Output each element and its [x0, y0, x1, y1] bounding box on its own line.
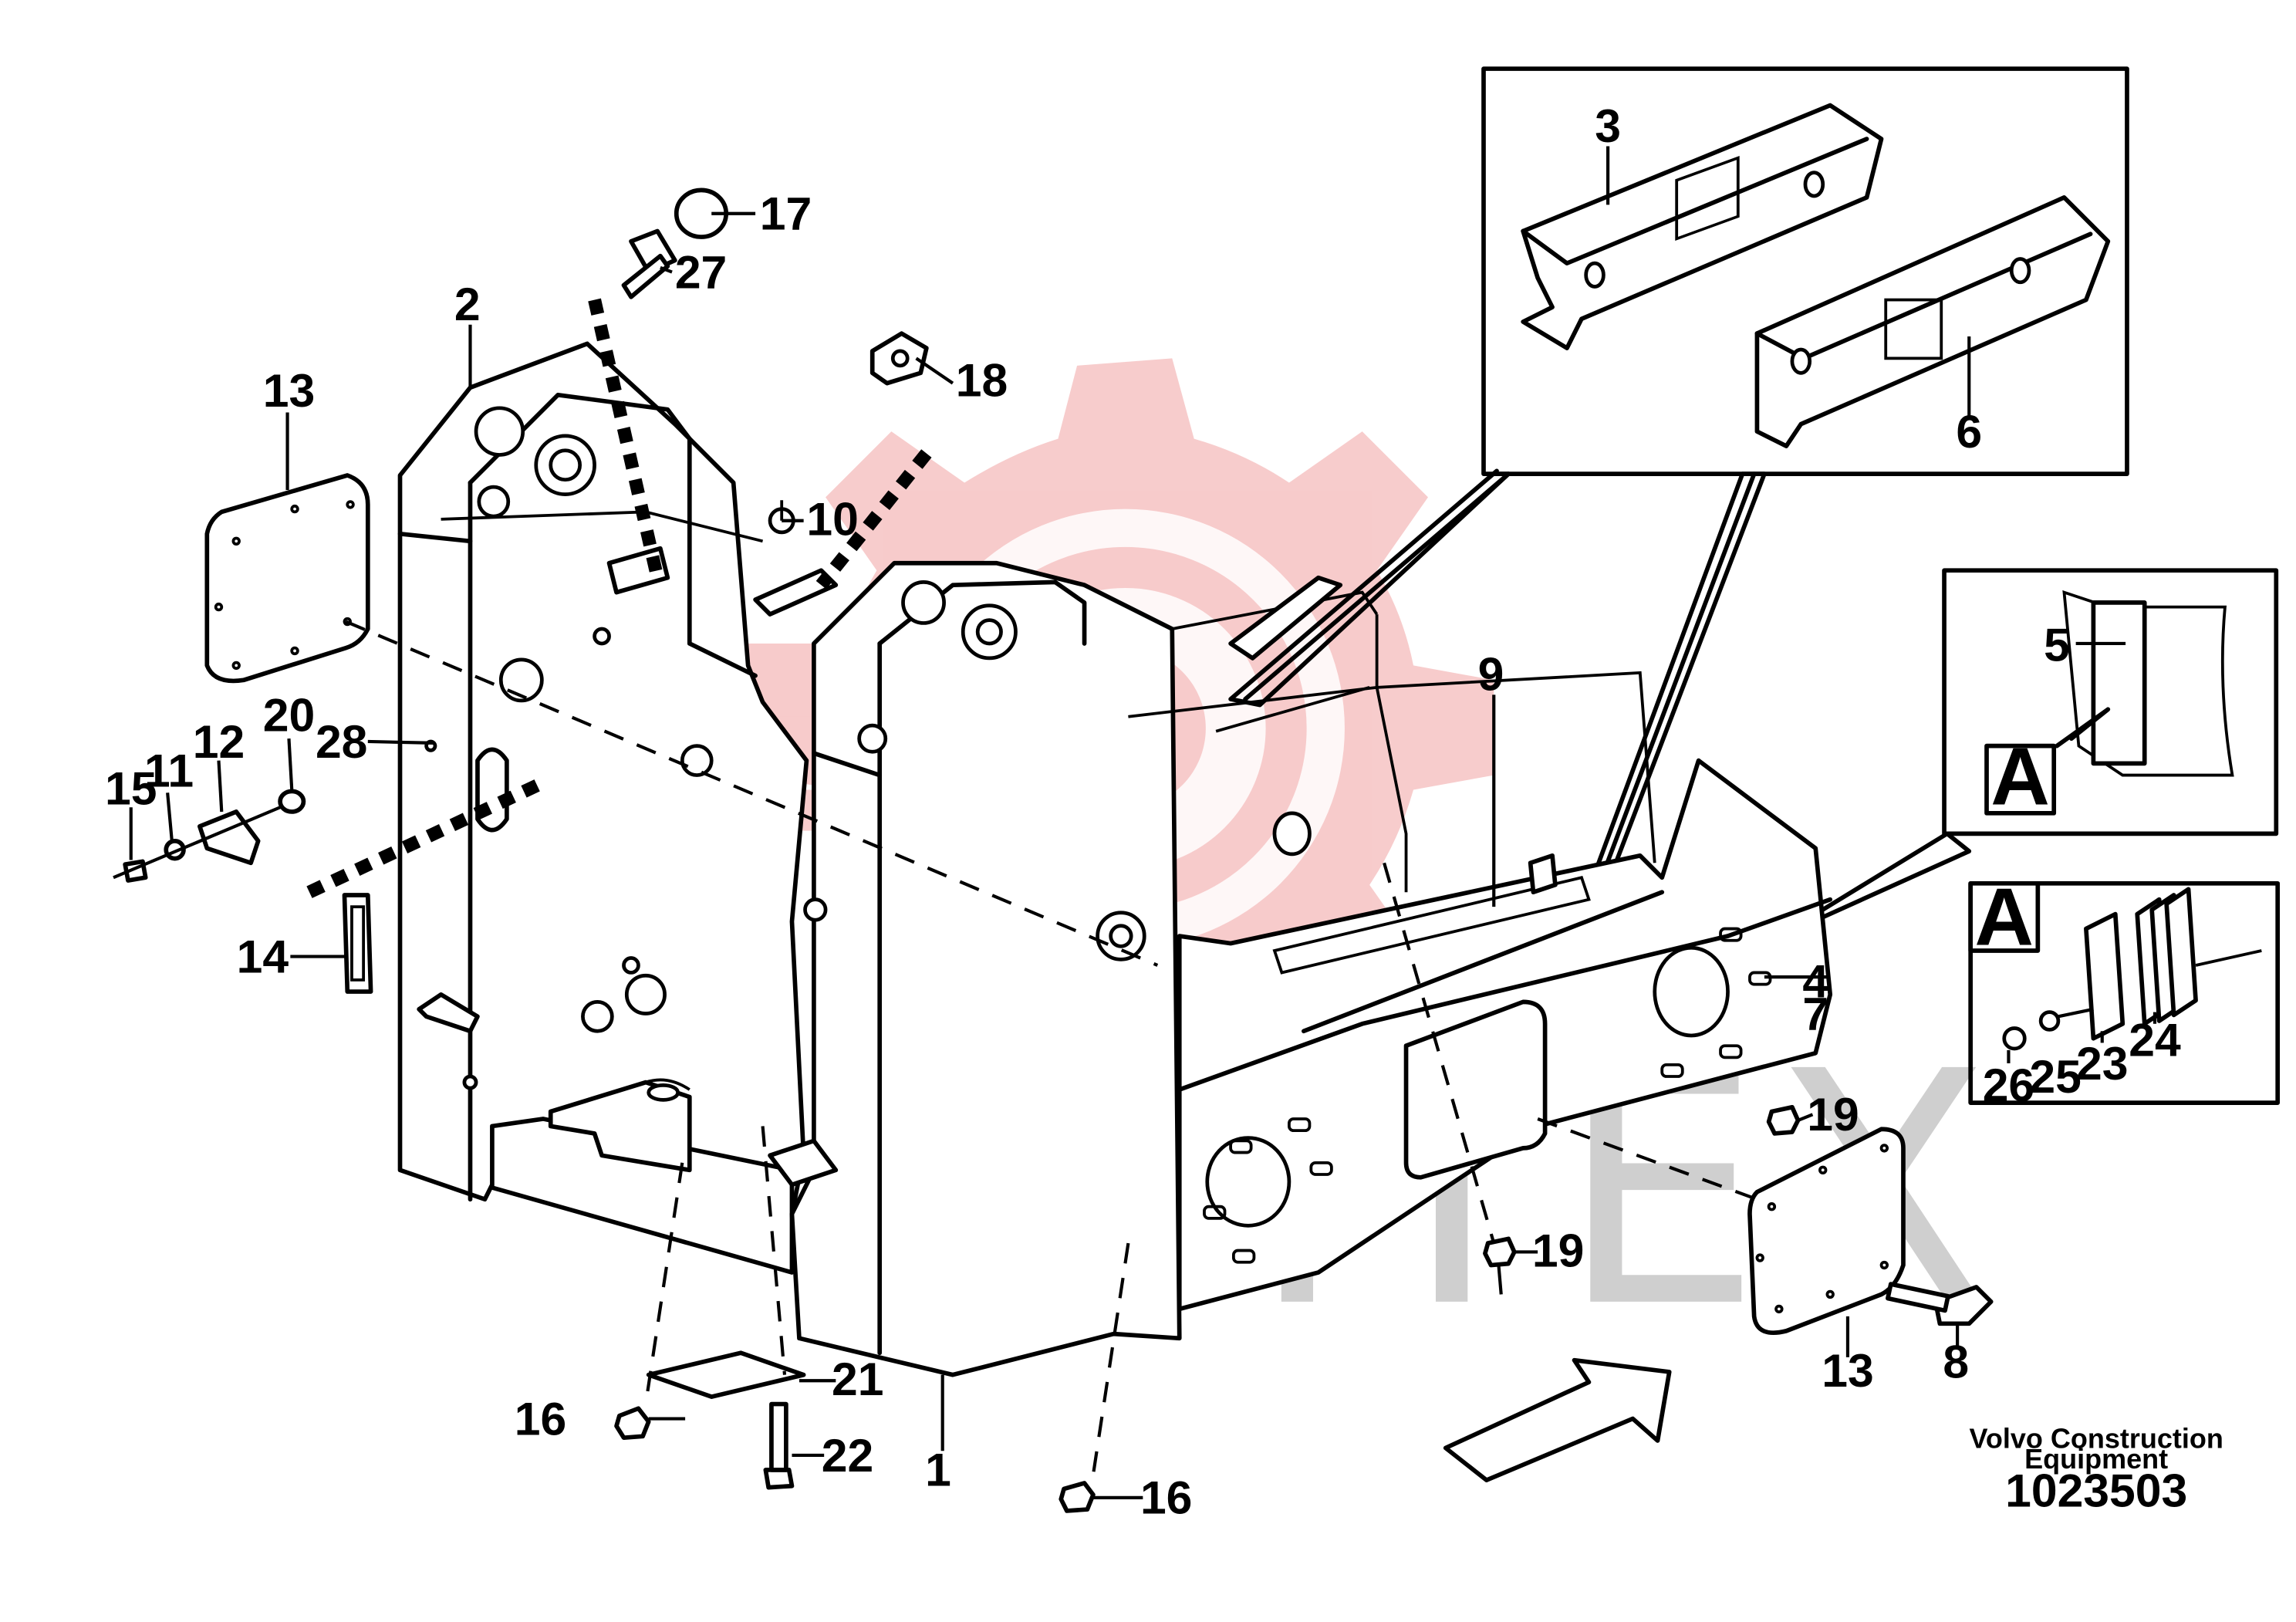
callout-16-right: 16 — [1140, 1472, 1192, 1524]
callout-2: 2 — [454, 278, 481, 330]
crossmember-3 — [1521, 103, 1884, 350]
left-tower — [397, 341, 809, 1253]
callout-21: 21 — [832, 1353, 883, 1405]
callout-6: 6 — [1956, 405, 1982, 458]
main-frame — [397, 341, 1833, 1377]
nut-19-bottom — [1483, 1236, 1517, 1268]
callout-13-left: 13 — [263, 364, 315, 417]
direction-arrow — [1443, 1357, 1672, 1482]
bracket-12 — [197, 809, 261, 866]
callout-1: 1 — [925, 1444, 951, 1496]
callout-labels: 17 27 2 13 18 10 9 4 7 28 20 12 11 15 14… — [105, 188, 1969, 1524]
callout-20: 20 — [263, 689, 315, 742]
view-a-label-top: A — [1990, 731, 2050, 822]
clamp-14 — [342, 893, 373, 994]
drawing-number: 1023503 — [2005, 1464, 2187, 1516]
detail-box-item5: 5 A — [1813, 568, 2279, 921]
callout-7: 7 — [1802, 987, 1828, 1039]
footer: Volvo Construction Equipment 1023503 — [1970, 1422, 2223, 1516]
callout-8: 8 — [1943, 1335, 1969, 1387]
company-name-line1: Volvo Construction — [1970, 1422, 2223, 1454]
callout-14: 14 — [237, 930, 289, 982]
washer-20 — [278, 789, 306, 814]
view-a-tag-top — [1984, 743, 2057, 816]
detail-box-items23-26: A 26 25 23 24 — [1968, 871, 2281, 1111]
company-name-line2: Equipment — [2024, 1443, 2168, 1475]
nut-19-top — [1766, 1104, 1801, 1136]
leader-lines — [129, 211, 1960, 1499]
view-a-label-bottom: A — [1974, 871, 2034, 962]
callout-18: 18 — [956, 354, 1008, 407]
callout-28: 28 — [316, 715, 367, 768]
callout-16-left: 16 — [515, 1392, 566, 1445]
studs — [1203, 927, 1772, 1264]
callout-27: 27 — [675, 245, 727, 298]
callout-12: 12 — [193, 715, 245, 768]
callout-25: 25 — [2029, 1050, 2081, 1103]
callout-26: 26 — [1983, 1059, 2034, 1111]
cover-13-left — [204, 473, 370, 684]
callout-13-right: 13 — [1822, 1344, 1873, 1397]
view-a-tag-bottom — [1968, 880, 2041, 953]
callout-19-top: 19 — [1807, 1088, 1859, 1140]
nut-16-right — [1059, 1481, 1096, 1513]
callout-23: 23 — [2076, 1037, 2128, 1090]
callout-5: 5 — [2044, 619, 2070, 671]
callout-4: 4 — [1802, 955, 1828, 1008]
callout-22: 22 — [822, 1429, 873, 1482]
screw-22 — [763, 1468, 795, 1490]
callout-9: 9 — [1478, 648, 1504, 701]
callout-15: 15 — [105, 762, 157, 814]
callout-19-bottom: 19 — [1532, 1224, 1584, 1276]
plate-21 — [646, 1350, 806, 1399]
assembly-lines — [306, 298, 1758, 1485]
callout-10: 10 — [806, 493, 858, 546]
callout-11: 11 — [144, 745, 194, 797]
nut-16-left — [614, 1406, 651, 1441]
pin-27 — [621, 253, 670, 299]
crossmember-6 — [1754, 195, 2111, 448]
inset-crossmembers: 3 6 — [1228, 66, 2129, 897]
cover-13-right — [1747, 1127, 1906, 1336]
bolt-8 — [1933, 1285, 1994, 1326]
callout-3: 3 — [1595, 100, 1621, 152]
callout-17: 17 — [760, 188, 812, 240]
right-tower — [789, 560, 1182, 1377]
